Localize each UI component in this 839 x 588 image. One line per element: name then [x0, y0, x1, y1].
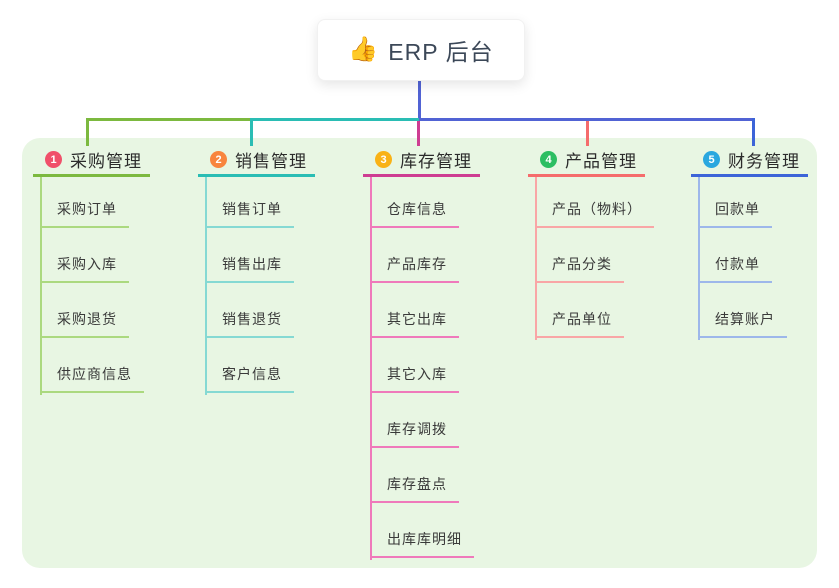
node-product-material[interactable]: 产品（物料） [535, 173, 654, 228]
thumbs-up-icon: 👍 [348, 36, 379, 63]
node-stock-transfer[interactable]: 库存调拨 [370, 393, 474, 448]
branch-purchase-label: 采购管理 [70, 152, 142, 171]
branch-inventory-children: 仓库信息 产品库存 其它出库 其它入库 库存调拨 库存盘点 出库库明细 [370, 173, 474, 560]
connector-bus-blue [419, 118, 755, 121]
node-label[interactable]: 其它出库 [370, 309, 459, 338]
node-label[interactable]: 产品库存 [370, 254, 459, 283]
node-product-unit[interactable]: 产品单位 [535, 283, 654, 338]
branch-product-label: 产品管理 [565, 152, 637, 171]
branch-purchase-children: 采购订单 采购入库 采购退货 供应商信息 [40, 173, 144, 395]
branch-purchase-spine [40, 177, 42, 395]
node-stock-taking[interactable]: 库存盘点 [370, 448, 474, 503]
branch-product: 4 产品管理 产品（物料） 产品分类 产品单位 [528, 145, 698, 340]
badge-4-icon: 4 [540, 151, 557, 168]
branch-sales-title[interactable]: 2 销售管理 [198, 145, 315, 177]
node-sales-outbound[interactable]: 销售出库 [205, 228, 294, 283]
branch-product-spine [535, 177, 537, 340]
node-warehouse-info[interactable]: 仓库信息 [370, 173, 474, 228]
branch-purchase-title[interactable]: 1 采购管理 [33, 145, 150, 177]
node-other-outbound[interactable]: 其它出库 [370, 283, 474, 338]
node-other-inbound[interactable]: 其它入库 [370, 338, 474, 393]
badge-1-icon: 1 [45, 151, 62, 168]
node-sales-order[interactable]: 销售订单 [205, 173, 294, 228]
mindmap-panel [22, 138, 817, 568]
node-label[interactable]: 采购订单 [40, 199, 129, 228]
node-label[interactable]: 产品单位 [535, 309, 624, 338]
branch-sales-children: 销售订单 销售出库 销售退货 客户信息 [205, 173, 294, 395]
node-settlement-account[interactable]: 结算账户 [698, 283, 787, 338]
node-outbound-detail[interactable]: 出库库明细 [370, 503, 474, 558]
node-label[interactable]: 供应商信息 [40, 364, 144, 393]
branch-finance-spine [698, 177, 700, 340]
node-label[interactable]: 销售退货 [205, 309, 294, 338]
connector-bus-green [86, 118, 252, 121]
branch-sales-label: 销售管理 [235, 152, 307, 171]
connector-root-vertical [418, 79, 421, 121]
connector-drop-branch-2 [250, 118, 253, 146]
node-customer-info[interactable]: 客户信息 [205, 338, 294, 393]
branch-finance-children: 回款单 付款单 结算账户 [698, 173, 787, 340]
root-node-erp[interactable]: 👍 ERP 后台 [317, 19, 525, 81]
node-receipt-doc[interactable]: 回款单 [698, 173, 787, 228]
connector-drop-branch-5 [752, 118, 755, 146]
branch-sales-spine [205, 177, 207, 395]
badge-5-icon: 5 [703, 151, 720, 168]
badge-2-icon: 2 [210, 151, 227, 168]
node-supplier-info[interactable]: 供应商信息 [40, 338, 144, 393]
node-product-stock[interactable]: 产品库存 [370, 228, 474, 283]
node-label[interactable]: 库存调拨 [370, 419, 459, 448]
node-label[interactable]: 产品（物料） [535, 199, 654, 228]
node-label[interactable]: 采购退货 [40, 309, 129, 338]
branch-product-title[interactable]: 4 产品管理 [528, 145, 645, 177]
branch-inventory-label: 库存管理 [400, 152, 472, 171]
node-sales-return[interactable]: 销售退货 [205, 283, 294, 338]
node-purchase-return[interactable]: 采购退货 [40, 283, 144, 338]
branch-inventory: 3 库存管理 仓库信息 产品库存 其它出库 其它入库 库存调拨 库存盘点 出库库… [363, 145, 533, 560]
node-purchase-inbound[interactable]: 采购入库 [40, 228, 144, 283]
node-label[interactable]: 付款单 [698, 254, 772, 283]
branch-inventory-title[interactable]: 3 库存管理 [363, 145, 480, 177]
node-product-category[interactable]: 产品分类 [535, 228, 654, 283]
branch-finance-label: 财务管理 [728, 152, 800, 171]
connector-drop-branch-3 [417, 121, 420, 146]
node-label[interactable]: 产品分类 [535, 254, 624, 283]
node-label[interactable]: 销售订单 [205, 199, 294, 228]
connector-drop-branch-1 [86, 118, 89, 146]
branch-sales: 2 销售管理 销售订单 销售出库 销售退货 客户信息 [198, 145, 368, 395]
node-label[interactable]: 库存盘点 [370, 474, 459, 503]
branch-inventory-spine [370, 177, 372, 560]
connector-bus-teal [252, 118, 419, 121]
branch-finance-title[interactable]: 5 财务管理 [691, 145, 808, 177]
badge-3-icon: 3 [375, 151, 392, 168]
node-label[interactable]: 出库库明细 [370, 529, 474, 558]
node-label[interactable]: 客户信息 [205, 364, 294, 393]
branch-finance: 5 财务管理 回款单 付款单 结算账户 [691, 145, 839, 340]
node-label[interactable]: 结算账户 [698, 309, 787, 338]
connector-drop-branch-4 [586, 121, 589, 146]
node-label[interactable]: 其它入库 [370, 364, 459, 393]
branch-purchase: 1 采购管理 采购订单 采购入库 采购退货 供应商信息 [33, 145, 203, 395]
node-payment-doc[interactable]: 付款单 [698, 228, 787, 283]
node-label[interactable]: 销售出库 [205, 254, 294, 283]
root-node-label: ERP 后台 [388, 39, 494, 65]
node-label[interactable]: 采购入库 [40, 254, 129, 283]
node-label[interactable]: 回款单 [698, 199, 772, 228]
branch-product-children: 产品（物料） 产品分类 产品单位 [535, 173, 654, 340]
node-purchase-order[interactable]: 采购订单 [40, 173, 144, 228]
node-label[interactable]: 仓库信息 [370, 199, 459, 228]
